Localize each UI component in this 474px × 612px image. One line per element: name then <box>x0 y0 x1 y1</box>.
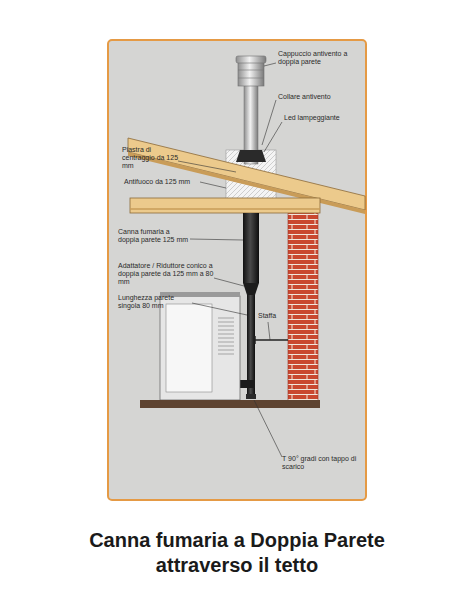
storm-collar <box>236 150 266 162</box>
part-label: Lunghezza parete singola 80 mm <box>118 294 192 310</box>
stove-door <box>166 304 212 392</box>
part-label: Antifuoco da 125 mm <box>124 178 200 186</box>
caption: Canna fumaria a Doppia Parete attraverso… <box>57 528 417 578</box>
reducer <box>243 283 259 295</box>
part-label: Collare antivento <box>278 93 358 101</box>
leader-lines <box>178 63 282 457</box>
part-label: Led lampeggiante <box>284 114 362 122</box>
bracket <box>255 339 288 341</box>
cap-line <box>238 70 264 71</box>
part-label: Cappuccio antivento a doppia parete <box>278 50 358 66</box>
tee-branch <box>240 380 255 388</box>
brick-wall <box>288 206 318 402</box>
stove-body <box>160 296 240 400</box>
part-label: T 90° gradi con tappo di scarico <box>282 455 362 471</box>
part-label: Staffa <box>258 312 286 320</box>
drain-cap <box>246 394 256 399</box>
part-label: Canna fumaria a doppia parete 125 mm <box>118 228 190 244</box>
stove-grille <box>218 318 234 354</box>
double-wall-pipe <box>243 213 259 283</box>
cap-line <box>238 78 264 79</box>
bracket <box>254 336 256 344</box>
panel <box>108 40 366 500</box>
wind-cap-top <box>236 56 266 63</box>
beam-edge <box>130 208 320 210</box>
part-label: Piastra di centraggio da 125 mm <box>122 146 180 170</box>
ceiling-beam <box>130 198 320 213</box>
floor <box>140 400 320 408</box>
wind-cap <box>238 62 264 86</box>
part-label: Adattatore / Riduttore conico a doppia p… <box>118 262 214 286</box>
